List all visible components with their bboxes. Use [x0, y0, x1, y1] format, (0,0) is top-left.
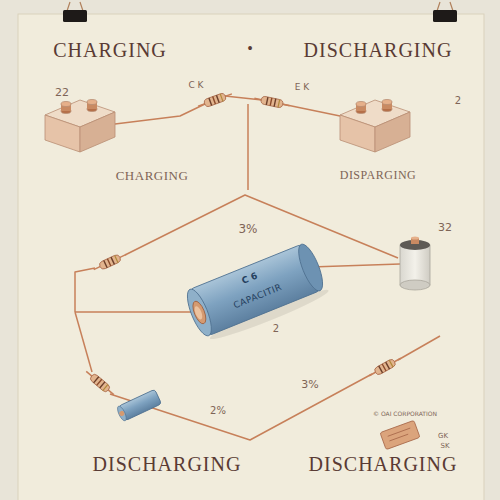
- wires-part: [75, 312, 92, 372]
- callout-number: 32: [436, 222, 454, 234]
- binder-clip: [63, 2, 87, 22]
- wires-part: [110, 374, 372, 440]
- copyright-note: © OAI CORPORATION: [371, 411, 439, 418]
- heading-text: DISCHARGING: [309, 453, 458, 475]
- capacitor-cylinder-part: [294, 241, 328, 293]
- wires-part: [125, 195, 398, 258]
- heading-text: DISCHARGING: [93, 453, 242, 475]
- capacitor-cylinder-part: [190, 299, 208, 325]
- circuit-illustration-part: [92, 251, 128, 273]
- small-battery-part: [119, 410, 126, 417]
- cell-battery-part: [411, 236, 419, 239]
- callout-number: 2%: [208, 405, 228, 416]
- component-box: [380, 420, 420, 449]
- wires-part: [282, 104, 340, 116]
- section-label: DISPARGING: [340, 169, 417, 182]
- battery-box-part: [375, 112, 410, 152]
- binder-clip: [433, 2, 457, 22]
- callout-number: 2: [453, 95, 463, 106]
- binder-clip-part: [433, 10, 457, 22]
- battery-box-part: [356, 102, 366, 107]
- component-label: SK: [438, 443, 451, 451]
- heading-text: CHARGING: [53, 39, 167, 61]
- capacitor-cylinder-part: [193, 305, 204, 320]
- heading-text: DISCHARGING: [304, 39, 453, 61]
- wires-part: [398, 336, 440, 360]
- battery-box: [45, 100, 115, 153]
- capacitor-cylinder-part: [183, 286, 217, 338]
- section-label: CHARGING: [116, 169, 189, 183]
- component-box-part: [380, 420, 420, 449]
- callout-number: 3%: [236, 223, 259, 236]
- battery-box-part: [61, 102, 71, 107]
- small-battery: [116, 389, 162, 422]
- wires-part: [115, 104, 205, 124]
- small-battery-part: [116, 405, 128, 422]
- battery-box-part: [80, 112, 115, 152]
- battery-box-part: [87, 100, 97, 105]
- wires-part: [75, 311, 199, 313]
- component-label: C K: [186, 81, 205, 91]
- component-label: E K: [293, 83, 311, 93]
- battery-box-part: [382, 100, 392, 105]
- circuit-illustration-part: [367, 355, 402, 379]
- wires-part: [247, 104, 249, 190]
- component-label: GK: [436, 433, 450, 441]
- wires-part: [75, 268, 95, 312]
- binder-clip-part: [63, 10, 87, 22]
- circuit-illustration-part: [197, 90, 234, 110]
- wires: [75, 96, 440, 440]
- wires-part: [311, 264, 400, 267]
- callout-number: 2: [271, 323, 281, 334]
- separator-dot: •: [247, 40, 253, 58]
- poster-sheet: [18, 14, 484, 500]
- cell-battery-part: [400, 245, 430, 285]
- circuit-illustration-part: [254, 94, 291, 109]
- callout-number: 22: [53, 87, 71, 99]
- battery-box-part: [340, 115, 375, 152]
- cell-battery: [400, 236, 430, 290]
- capacitor-cylinder: [183, 241, 331, 347]
- component-box-part: [389, 434, 408, 441]
- cell-battery-part: [400, 280, 430, 290]
- circuit-illustration-part: [84, 368, 117, 397]
- battery-box-part: [45, 115, 80, 152]
- battery-box: [340, 100, 410, 153]
- callout-number: 3%: [299, 379, 320, 391]
